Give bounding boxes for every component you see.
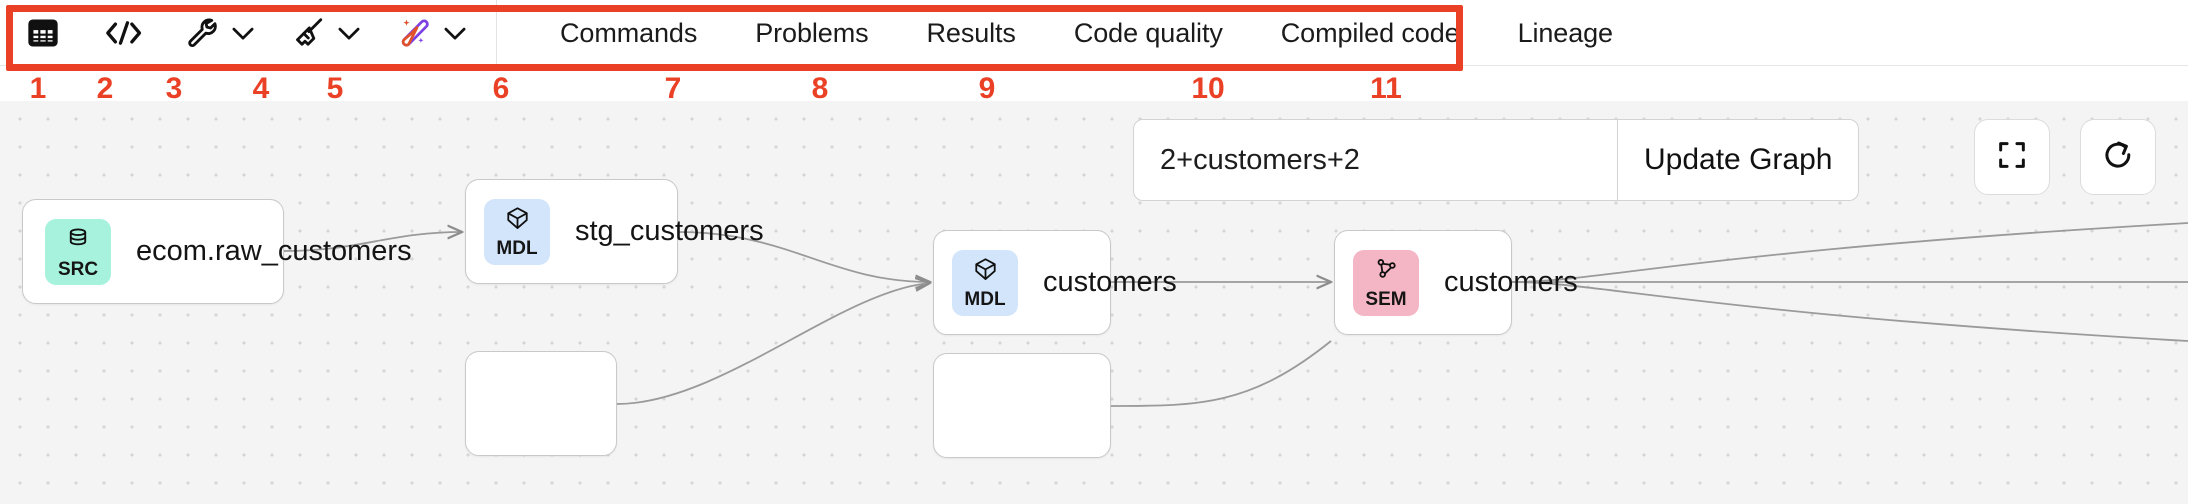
node-badge-label: MDL (964, 289, 1006, 310)
control-divider (1617, 120, 1618, 200)
callout-10: 10 (1191, 72, 1225, 105)
callout-5: 5 (326, 72, 344, 105)
broom-icon (290, 15, 326, 51)
tab-code-quality[interactable]: Code quality (1073, 17, 1223, 48)
lineage-node-customers-sem[interactable]: SEM customers (1334, 230, 1578, 335)
reset-graph-button[interactable] (2080, 119, 2156, 195)
toolbar-tabs: Commands Problems Results Code quality C… (531, 0, 1642, 66)
tab-results[interactable]: Results (926, 17, 1016, 48)
magic-wand-menu[interactable] (388, 10, 474, 56)
callout-number-row: 1 2 3 4 5 6 7 8 9 10 11 (0, 66, 2188, 114)
broom-icon-button[interactable] (282, 10, 334, 56)
wrench-icon-button[interactable] (176, 10, 228, 56)
wrench-icon (184, 15, 220, 51)
tab-commands[interactable]: Commands (560, 17, 698, 48)
node-title: ecom.raw_customers (136, 235, 412, 267)
tab-problems[interactable]: Problems (755, 17, 869, 48)
toolbar-icon-group (0, 0, 497, 66)
magic-wand-icon-button[interactable] (388, 10, 440, 56)
callout-6: 6 (492, 72, 510, 105)
callout-3: 3 (165, 72, 183, 105)
tab-compiled-code[interactable]: Compiled code (1280, 17, 1460, 48)
node-badge-label: SRC (57, 258, 99, 280)
code-icon (104, 18, 142, 48)
lineage-node-partial-mid[interactable] (933, 353, 1111, 458)
fullscreen-icon (1995, 138, 2029, 177)
lineage-node-stg-customers[interactable]: MDL stg_customers (465, 179, 764, 284)
node-title: customers (1043, 266, 1177, 298)
node-badge-src: SRC (45, 218, 111, 285)
database-icon (64, 225, 92, 258)
lineage-canvas[interactable]: Update Graph (0, 101, 2188, 504)
chevron-down-icon[interactable] (230, 23, 256, 43)
chevron-down-icon[interactable] (442, 23, 468, 43)
table-icon (26, 16, 60, 50)
callout-4: 4 (252, 72, 270, 105)
lineage-node-raw-customers[interactable]: SRC ecom.raw_customers (22, 199, 412, 304)
graph-search-input[interactable] (1134, 120, 1617, 200)
lineage-node-customers-mdl[interactable]: MDL customers (933, 230, 1177, 335)
magic-wand-icon (396, 15, 432, 51)
update-graph-button[interactable]: Update Graph (1618, 120, 1858, 200)
callout-2: 2 (96, 72, 114, 105)
toolbar-divider (496, 0, 497, 66)
callout-9: 9 (978, 72, 996, 105)
node-badge-label: SEM (1365, 289, 1407, 310)
code-icon-button[interactable] (96, 10, 150, 56)
callout-8: 8 (811, 72, 829, 105)
refresh-icon (2100, 137, 2136, 178)
wrench-menu[interactable] (176, 10, 262, 56)
node-title: customers (1444, 266, 1578, 298)
callout-1: 1 (29, 72, 47, 105)
node-badge-mdl: MDL (484, 198, 550, 265)
cube-icon (972, 256, 999, 288)
callout-11: 11 (1370, 72, 1402, 105)
editor-toolbar: Commands Problems Results Code quality C… (0, 0, 2188, 66)
network-icon (1373, 256, 1400, 288)
node-title: stg_customers (575, 215, 764, 247)
cube-icon (504, 205, 531, 237)
lineage-edges (283, 222, 2188, 407)
node-badge-mdl: MDL (952, 249, 1018, 316)
tab-lineage[interactable]: Lineage (1517, 17, 1614, 48)
table-icon-button[interactable] (18, 10, 68, 56)
broom-menu[interactable] (282, 10, 368, 56)
graph-control-bar: Update Graph (1133, 119, 1860, 201)
fit-view-button[interactable] (1974, 119, 2050, 195)
node-badge-label: MDL (496, 238, 538, 259)
chevron-down-icon[interactable] (336, 23, 362, 43)
node-badge-sem: SEM (1353, 249, 1419, 316)
callout-7: 7 (664, 72, 682, 105)
lineage-node-partial-left[interactable] (465, 351, 617, 456)
